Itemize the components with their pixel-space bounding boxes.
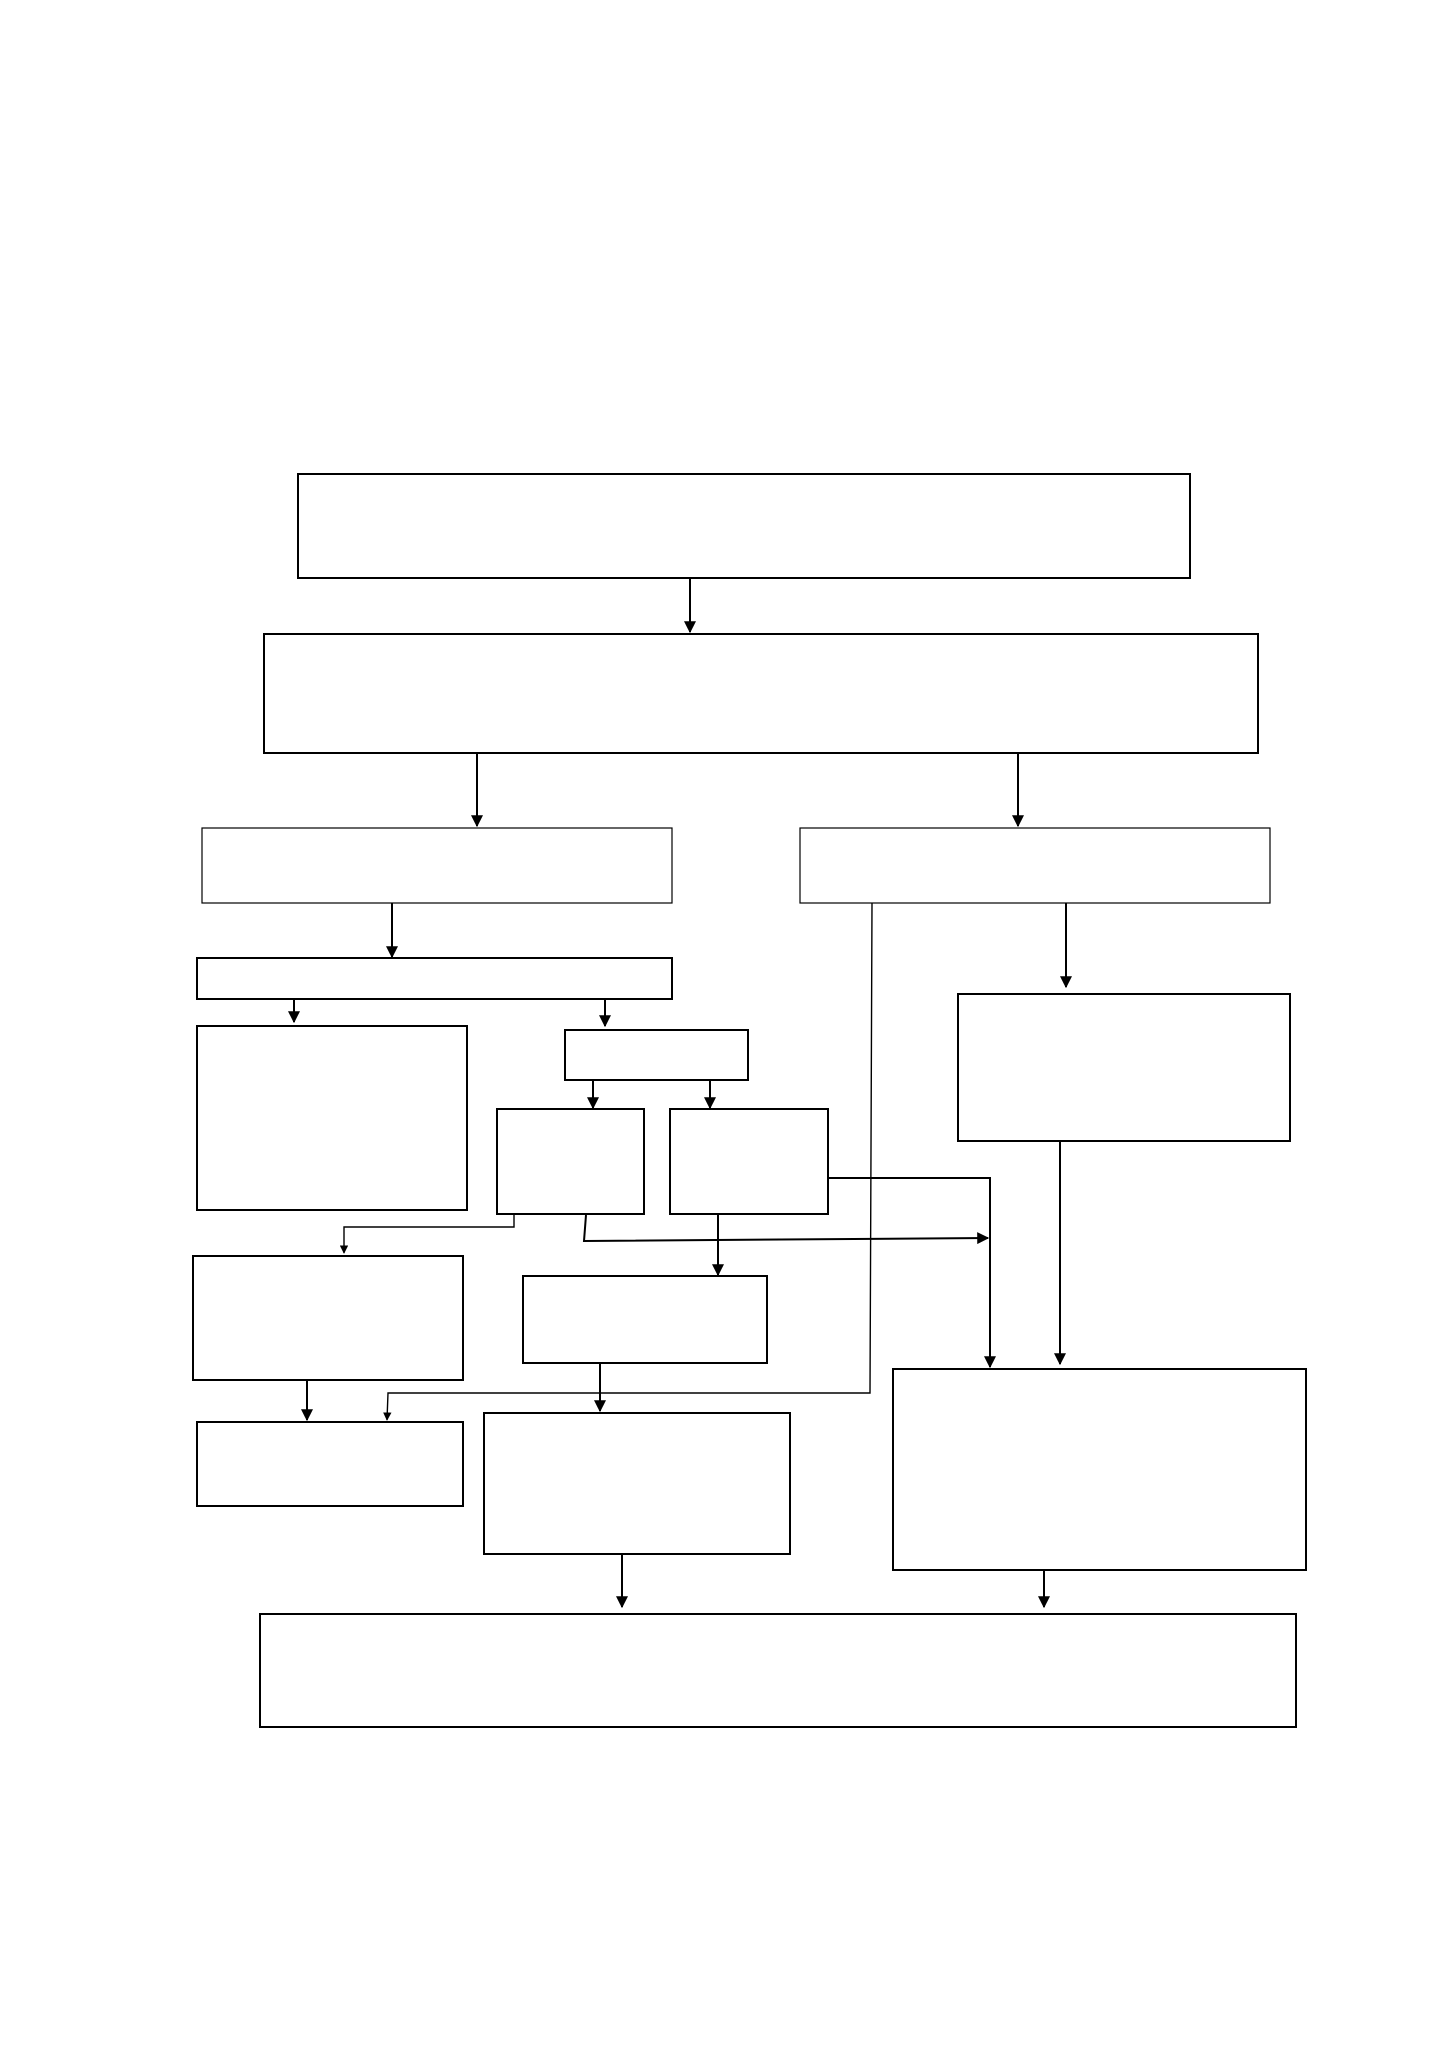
node-top bbox=[297, 473, 1191, 579]
arrow-branch-right-to-left-bottom bbox=[383, 902, 873, 1421]
node-left-lower bbox=[192, 1255, 464, 1381]
node-middle-bottom bbox=[483, 1412, 791, 1555]
connectors bbox=[288, 578, 1072, 1609]
node-branch-left bbox=[201, 827, 673, 904]
node-left-bar bbox=[196, 957, 673, 1000]
node-branch-right bbox=[799, 827, 1271, 904]
node-right-upper bbox=[957, 993, 1291, 1142]
node-left-large bbox=[196, 1025, 468, 1211]
node-right-lower bbox=[892, 1368, 1307, 1571]
node-left-bottom bbox=[196, 1421, 464, 1507]
node-middle-left bbox=[496, 1108, 645, 1215]
node-second bbox=[263, 633, 1259, 754]
nodes bbox=[192, 473, 1307, 1728]
arrow-middle-left-to-right-lower-junction bbox=[582, 1214, 990, 1245]
node-middle-lower bbox=[522, 1275, 768, 1364]
node-final bbox=[259, 1613, 1297, 1728]
node-middle-small bbox=[564, 1029, 749, 1081]
node-middle-right bbox=[669, 1108, 829, 1215]
arrow-middle-right-to-right-lower bbox=[824, 1177, 996, 1369]
arrow-middle-left-to-left-lower bbox=[339, 1213, 515, 1254]
